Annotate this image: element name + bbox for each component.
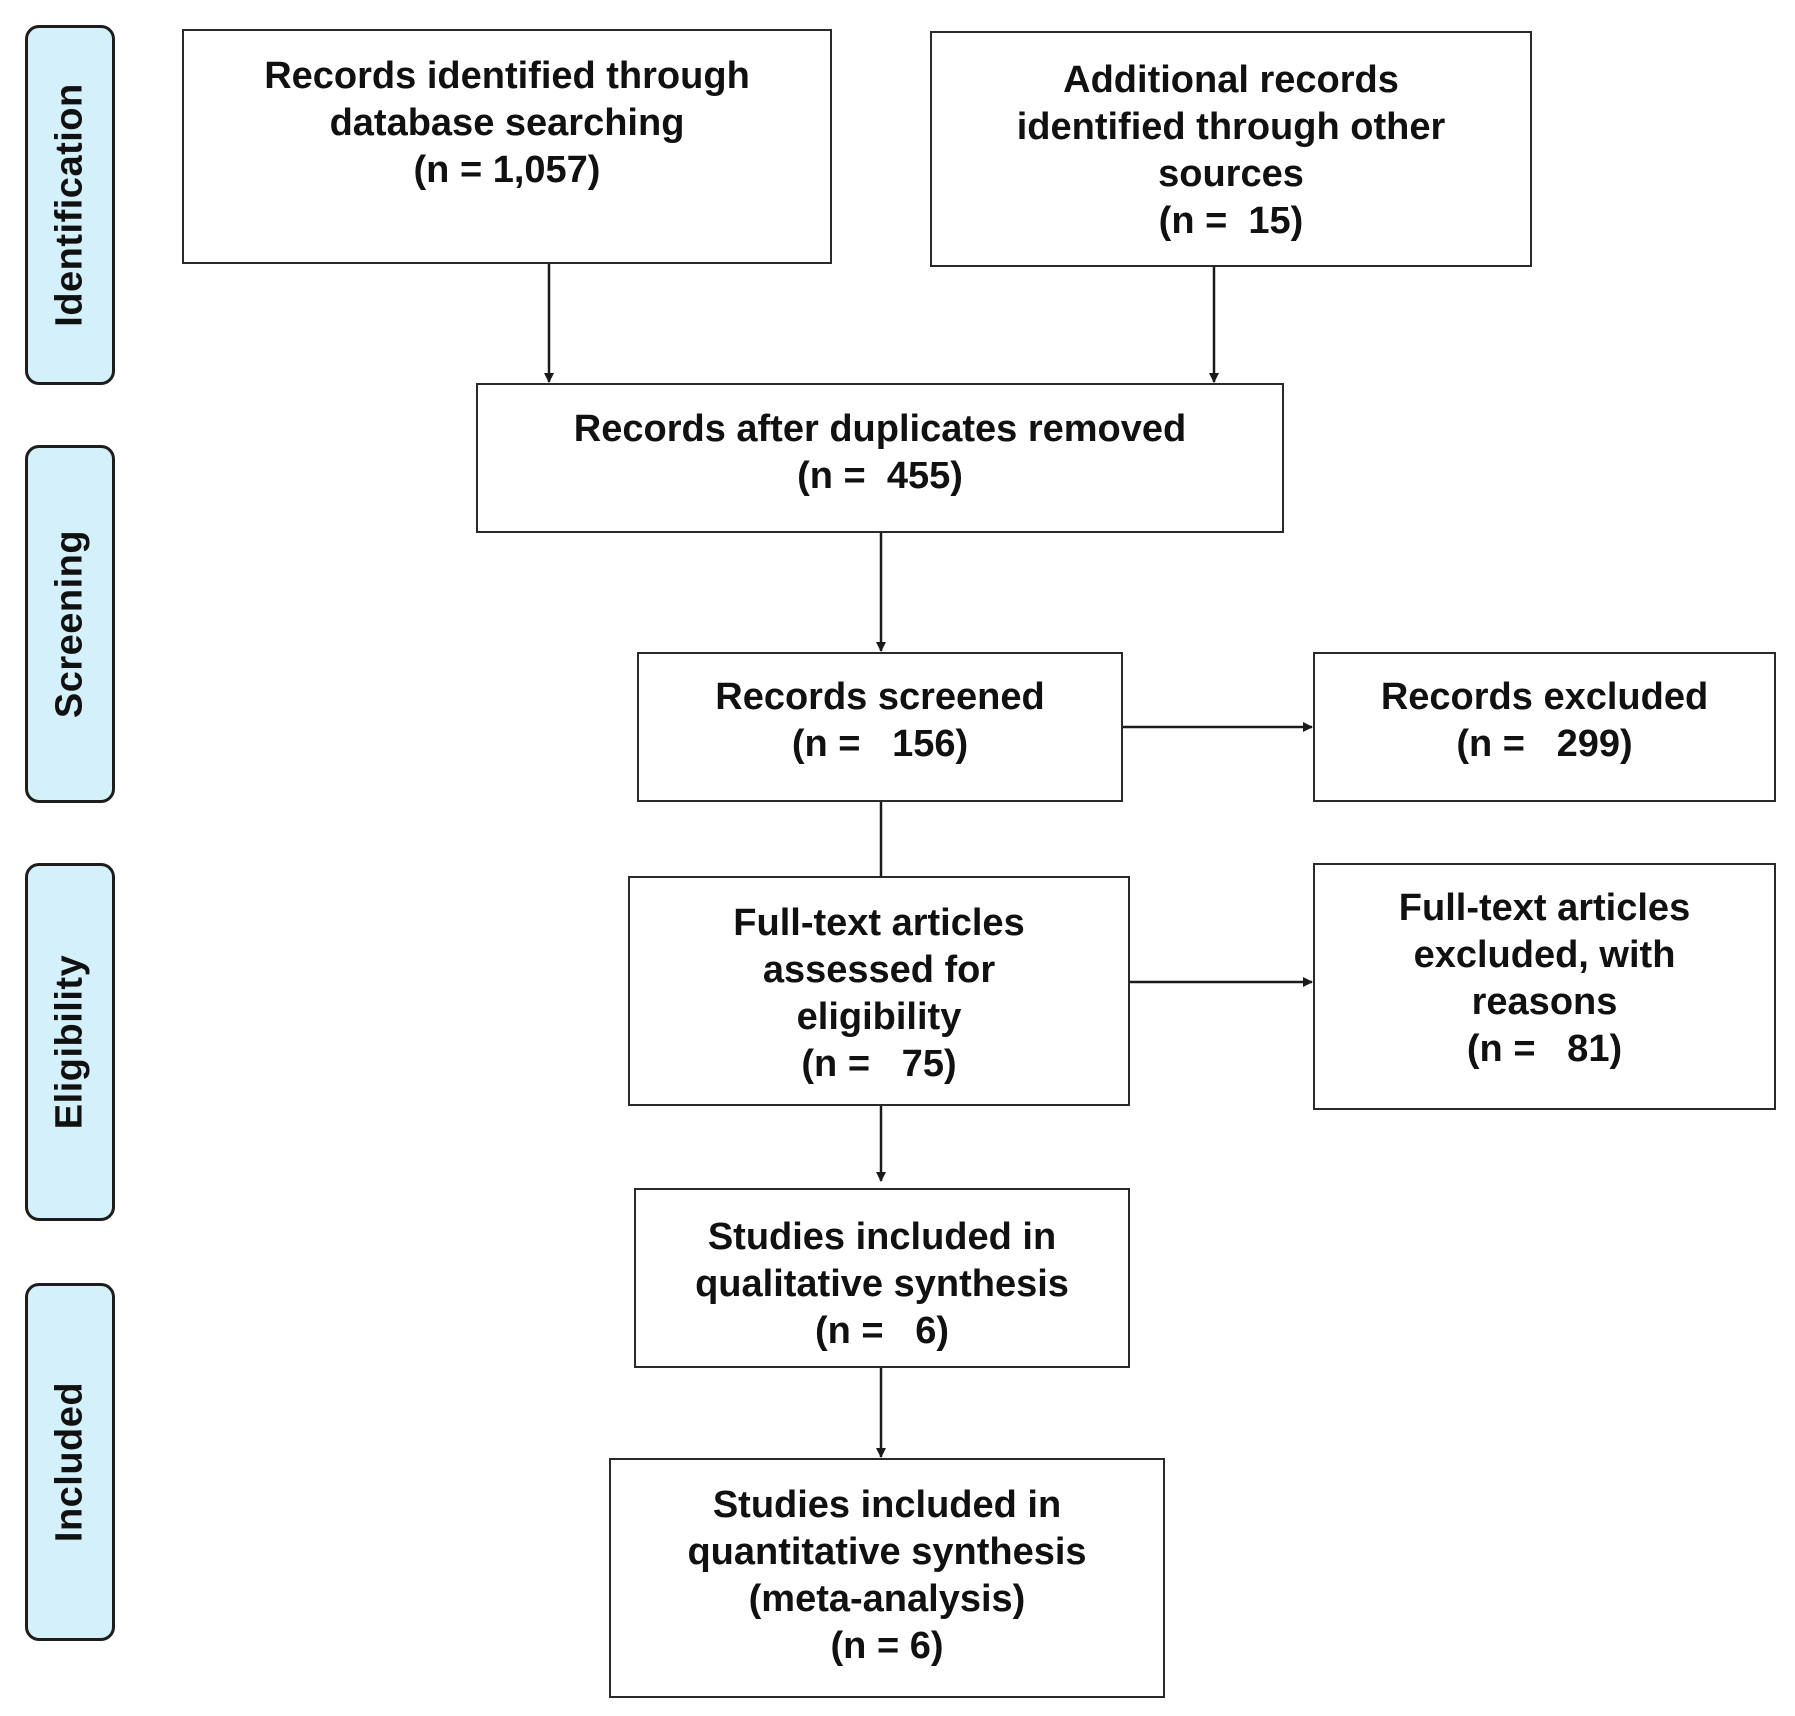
box-fulltext-assessed-line-1: Full-text articles bbox=[733, 902, 1025, 944]
box-records-excluded-line-2: (n = 299) bbox=[1456, 723, 1633, 765]
phase-eligibility: Eligibility bbox=[25, 863, 115, 1221]
box-database-searching: Records identified through database sear… bbox=[182, 29, 832, 264]
box-fulltext-assessed-line-3: eligibility bbox=[796, 996, 962, 1038]
box-records-excluded-line-1: Records excluded bbox=[1380, 676, 1709, 718]
phase-identification-label: Identification bbox=[48, 83, 91, 327]
box-records-screened: Records screened (n = 156) bbox=[637, 652, 1123, 802]
box-other-sources-line-3: sources bbox=[1158, 153, 1304, 195]
box-database-searching-line-1: Records identified through bbox=[264, 55, 750, 97]
box-fulltext-assessed: Full-text articles assessed for eligibil… bbox=[628, 876, 1130, 1106]
box-fulltext-excluded-line-2: excluded, with bbox=[1413, 934, 1676, 976]
phase-screening-label: Screening bbox=[48, 529, 91, 719]
phase-eligibility-label: Eligibility bbox=[48, 954, 91, 1130]
box-quantitative-synthesis-line-2: quantitative synthesis bbox=[687, 1531, 1087, 1573]
box-fulltext-assessed-line-4: (n = 75) bbox=[801, 1043, 957, 1085]
box-fulltext-excluded-line-1: Full-text articles bbox=[1398, 887, 1691, 929]
box-other-sources: Additional records identified through ot… bbox=[930, 31, 1532, 267]
box-quantitative-synthesis-line-3: (meta-analysis) bbox=[748, 1578, 1026, 1620]
box-records-screened-line-2: (n = 156) bbox=[791, 723, 969, 765]
box-records-excluded: Records excluded (n = 299) bbox=[1313, 652, 1776, 802]
box-quantitative-synthesis-line-4: (n = 6) bbox=[830, 1625, 944, 1667]
box-other-sources-line-2: identified through other bbox=[1016, 106, 1446, 148]
box-qualitative-synthesis-line-1: Studies included in bbox=[707, 1216, 1057, 1258]
box-fulltext-assessed-line-2: assessed for bbox=[762, 949, 996, 991]
box-after-duplicates: Records after duplicates removed (n = 45… bbox=[476, 383, 1284, 533]
phase-included-label: Included bbox=[48, 1381, 91, 1543]
box-qualitative-synthesis: Studies included in qualitative synthesi… bbox=[634, 1188, 1130, 1368]
box-other-sources-line-4: (n = 15) bbox=[1158, 200, 1304, 242]
box-fulltext-excluded-line-4: (n = 81) bbox=[1466, 1028, 1623, 1070]
box-after-duplicates-line-1: Records after duplicates removed bbox=[573, 408, 1187, 450]
box-quantitative-synthesis: Studies included in quantitative synthes… bbox=[609, 1458, 1165, 1698]
box-records-screened-line-1: Records screened bbox=[715, 676, 1045, 718]
box-database-searching-line-2: database searching bbox=[329, 102, 685, 144]
box-fulltext-excluded-line-3: reasons bbox=[1471, 981, 1618, 1023]
phase-included: Included bbox=[25, 1283, 115, 1641]
box-after-duplicates-line-2: (n = 455) bbox=[797, 455, 963, 497]
box-quantitative-synthesis-line-1: Studies included in bbox=[712, 1484, 1062, 1526]
box-fulltext-excluded: Full-text articles excluded, with reason… bbox=[1313, 863, 1776, 1110]
box-qualitative-synthesis-line-3: (n = 6) bbox=[814, 1310, 950, 1352]
box-database-searching-line-3: (n = 1,057) bbox=[413, 149, 601, 191]
phase-screening: Screening bbox=[25, 445, 115, 803]
box-other-sources-line-1: Additional records bbox=[1063, 59, 1399, 101]
phase-identification: Identification bbox=[25, 25, 115, 385]
box-qualitative-synthesis-line-2: qualitative synthesis bbox=[695, 1263, 1069, 1305]
